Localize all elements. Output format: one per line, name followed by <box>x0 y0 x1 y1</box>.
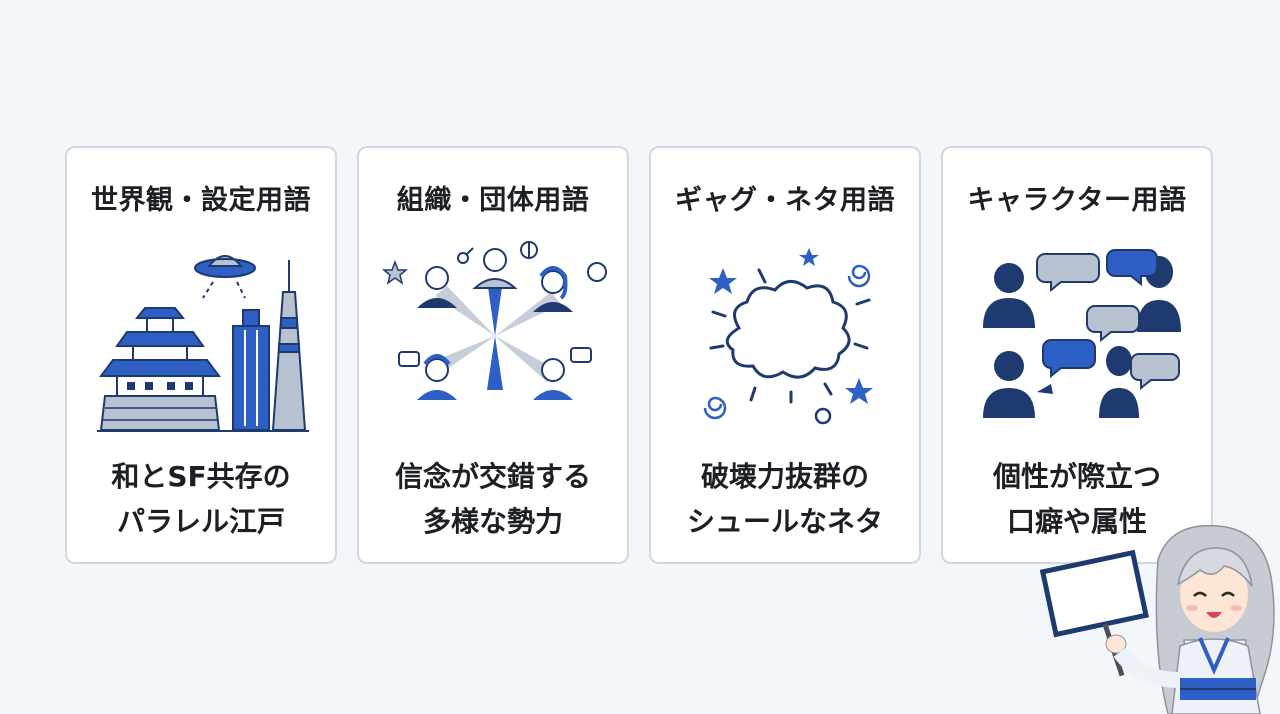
card-title: キャラクター用語 <box>967 185 1187 216</box>
card-description: 個性が際立つ 口癖や属性 <box>943 454 1211 544</box>
card-description-line2: 多様な勢力 <box>422 505 563 538</box>
card-description-line1: 信念が交錯する <box>394 460 591 493</box>
characters-speech-bubbles-icon <box>983 249 1181 418</box>
card-description-line2: シュールなネタ <box>686 505 883 538</box>
card-gags: ギャグ・ネタ用語 破壊力抜群の シュールなネタ <box>649 146 921 564</box>
card-description-line1: 破壊力抜群の <box>700 460 869 493</box>
card-title: 世界観・設定用語 <box>91 185 311 216</box>
card-description-line2: パラレル江戸 <box>116 505 285 538</box>
card-description: 破壊力抜群の シュールなネタ <box>651 454 919 544</box>
card-description: 和とSF共存の パラレル江戸 <box>67 454 335 544</box>
edo-castle-skyscraper-ufo-icon <box>97 255 309 432</box>
card-title: 組織・団体用語 <box>396 185 590 216</box>
card-characters: キャラクター用語 個性が際立つ 口癖や属性 <box>941 146 1213 564</box>
card-title: ギャグ・ネタ用語 <box>675 185 895 216</box>
people-network-icon <box>381 241 607 400</box>
card-description-line1: 個性が際立つ <box>992 460 1161 493</box>
card-description-line1: 和とSF共存の <box>111 460 291 493</box>
card-organizations: 組織・団体用語 <box>357 146 629 564</box>
card-description-line2: 口癖や属性 <box>1006 505 1147 538</box>
card-worldview: 世界観・設定用語 和とSF共存の パラレル江戸 <box>65 146 337 564</box>
card-description: 信念が交錯する 多様な勢力 <box>359 454 627 544</box>
explosion-burst-icon <box>703 248 873 425</box>
kimono-girl-holding-sign-icon <box>1040 524 1275 714</box>
